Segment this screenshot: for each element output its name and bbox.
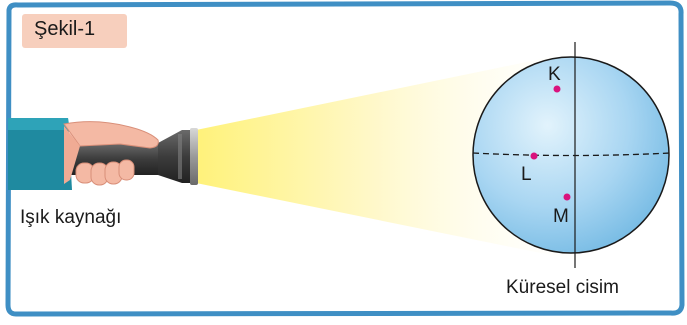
point-l-label: L [521, 164, 532, 186]
point-k-dot [554, 86, 561, 93]
light-source-label: Işık kaynağı [20, 207, 121, 229]
point-k-label: K [548, 64, 561, 86]
point-l-dot [531, 153, 538, 160]
spherical-object [473, 57, 669, 253]
object-label: Küresel cisim [506, 277, 619, 299]
point-m-label: M [553, 206, 569, 228]
point-m-dot [564, 194, 571, 201]
figure-label: Şekil-1 [34, 18, 95, 41]
